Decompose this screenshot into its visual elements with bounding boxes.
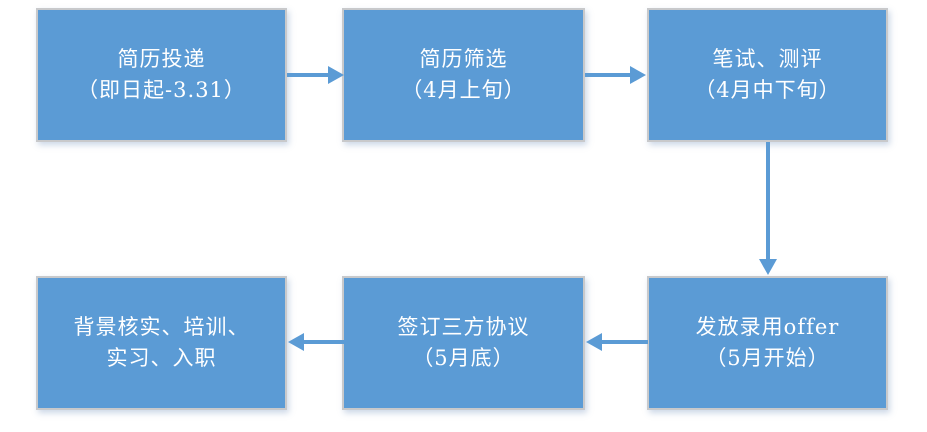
arrow-down-icon xyxy=(759,259,777,275)
node-title: 简历筛选 xyxy=(419,47,508,71)
node-subtitle: （5月底） xyxy=(412,346,515,370)
node-title: 签订三方协议 xyxy=(397,315,530,339)
flow-node-resume-submission: 简历投递 （即日起-3.31） xyxy=(36,8,287,142)
flow-node-resume-screening: 简历筛选 （4月上旬） xyxy=(342,8,585,142)
arrow-shaft xyxy=(303,340,344,344)
arrow-left-icon xyxy=(586,333,602,351)
arrow-right-icon xyxy=(630,66,646,84)
arrow-left-icon xyxy=(288,333,304,351)
node-subtitle: 实习、入职 xyxy=(106,346,217,370)
node-title: 简历投递 xyxy=(117,47,206,71)
arrow-right-icon xyxy=(328,66,344,84)
arrow-shaft xyxy=(287,73,330,77)
node-subtitle: （即日起-3.31） xyxy=(77,78,246,102)
flow-node-onboarding: 背景核实、培训、 实习、入职 xyxy=(36,276,287,410)
node-title: 背景核实、培训、 xyxy=(73,315,250,339)
arrow-shaft xyxy=(601,340,648,344)
flow-node-offer-issuance: 发放录用offer （5月开始） xyxy=(647,276,888,410)
node-title: 发放录用offer xyxy=(695,315,840,339)
node-title: 笔试、测评 xyxy=(712,47,823,71)
flow-node-tripartite-agreement: 签订三方协议 （5月底） xyxy=(342,276,585,410)
arrow-shaft xyxy=(585,73,632,77)
flow-node-written-test-assessment: 笔试、测评 （4月中下旬） xyxy=(647,8,888,142)
node-subtitle: （4月中下旬） xyxy=(694,78,841,102)
node-subtitle: （5月开始） xyxy=(705,346,830,370)
arrow-shaft xyxy=(766,142,770,261)
node-subtitle: （4月上旬） xyxy=(401,78,526,102)
